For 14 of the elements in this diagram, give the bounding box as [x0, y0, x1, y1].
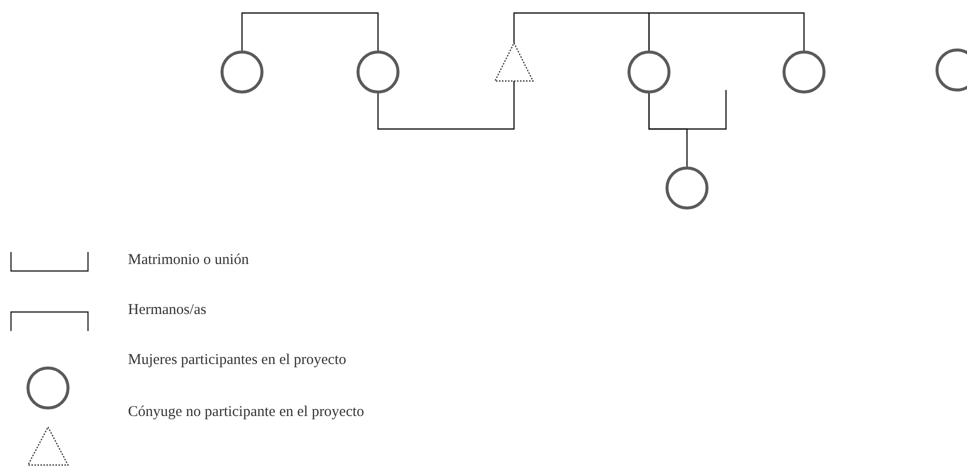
woman-circle: [220, 50, 264, 94]
woman-circle: [665, 166, 709, 210]
legend-text: Hermanos/as: [128, 302, 206, 319]
legend-text: Mujeres participantes en el proyecto: [128, 352, 346, 369]
woman-circle: [627, 50, 671, 94]
woman-circle: [782, 50, 826, 94]
connector-line: [648, 12, 805, 52]
legend-text: Matrimonio o unión: [128, 252, 249, 269]
legend-text: Cónyuge no participante en el proyecto: [128, 404, 364, 421]
connector-line: [377, 81, 515, 130]
connector-line: [241, 12, 379, 52]
spouse-triangle: [495, 43, 533, 81]
connector-line: [648, 92, 688, 168]
woman-circle: [356, 50, 400, 94]
